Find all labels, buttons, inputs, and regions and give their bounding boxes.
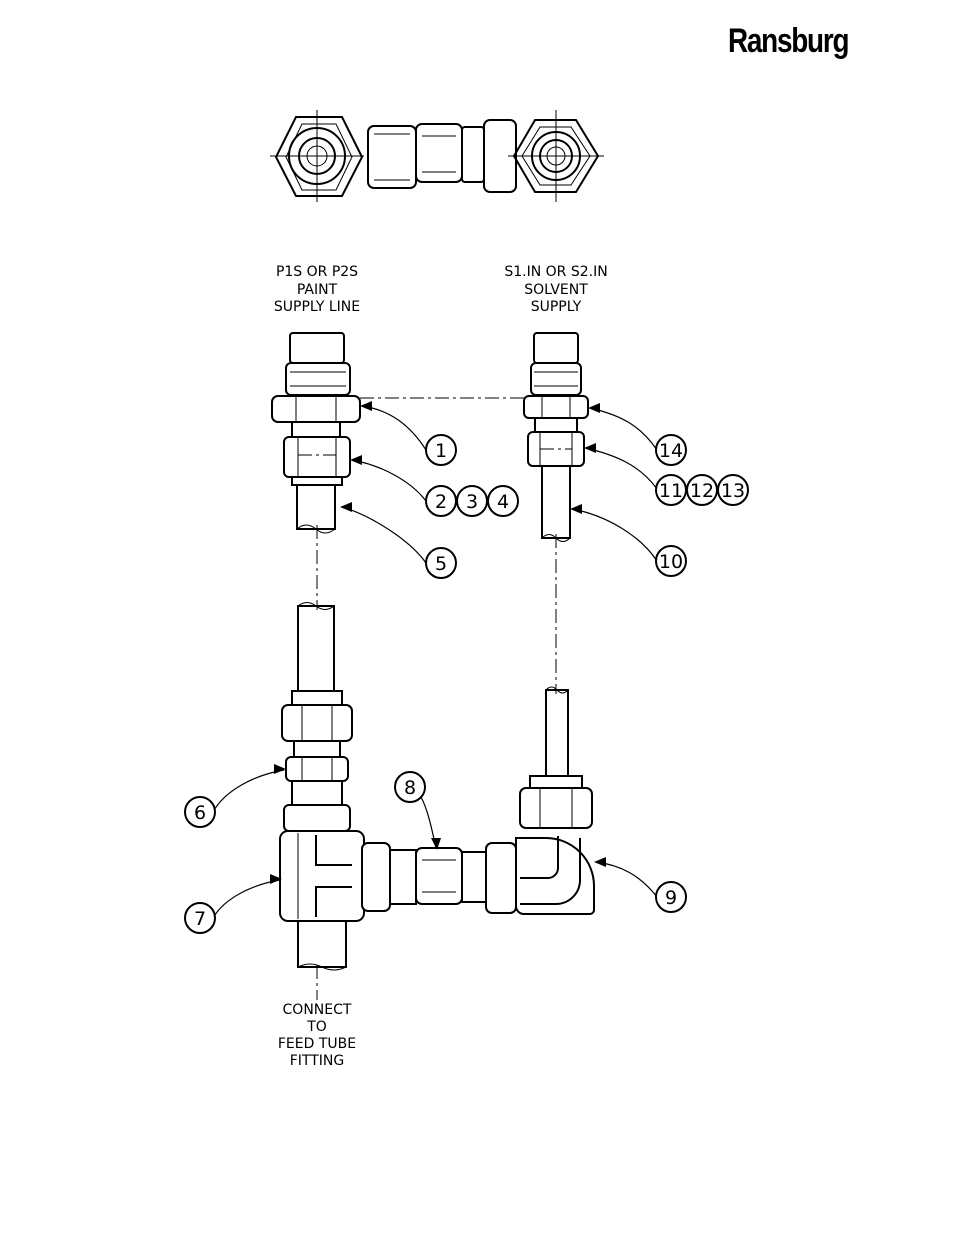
callout-1-label: 1 xyxy=(435,440,447,462)
connect-label-line-4: FITTING xyxy=(290,1053,345,1069)
connect-label-line-1: CONNECT xyxy=(283,1002,352,1018)
callout-1: 1 xyxy=(426,435,456,465)
callout-11: 11 xyxy=(656,475,686,505)
callout-13: 13 xyxy=(718,475,748,505)
paint-label-line-3: SUPPLY LINE xyxy=(274,299,360,315)
callout-6-label: 6 xyxy=(194,802,206,824)
top-view xyxy=(270,110,604,202)
callout-13-label: 13 xyxy=(721,480,745,502)
callout-12: 12 xyxy=(687,475,717,505)
connect-label-line-3: FEED TUBE xyxy=(278,1036,356,1052)
paint-label-line-1: P1S OR P2S xyxy=(276,264,358,280)
union-connector xyxy=(362,843,516,913)
solvent-label-line-1: S1.IN OR S2.IN xyxy=(504,264,607,280)
callout-8-label: 8 xyxy=(404,777,416,799)
solvent-label-line-3: SUPPLY xyxy=(531,299,582,315)
solvent-elbow-assembly xyxy=(516,687,594,914)
callout-3: 3 xyxy=(457,486,487,516)
paint-label-line-2: PAINT xyxy=(297,282,338,298)
callout-7-label: 7 xyxy=(194,908,206,930)
callout-8: 8 xyxy=(395,772,425,802)
callout-2: 2 xyxy=(426,486,456,516)
callout-12-label: 12 xyxy=(690,480,714,502)
callout-14: 14 xyxy=(656,435,686,465)
callout-4: 4 xyxy=(488,486,518,516)
solvent-label-line-2: SOLVENT xyxy=(524,282,588,298)
callout-4-label: 4 xyxy=(497,491,509,513)
connect-label-line-2: TO xyxy=(306,1019,327,1035)
callout-7: 7 xyxy=(185,903,215,933)
callout-6: 6 xyxy=(185,797,215,827)
paint-supply-fitting xyxy=(272,333,360,533)
callout-5: 5 xyxy=(426,548,456,578)
callout-5-label: 5 xyxy=(435,553,447,575)
callout-10: 10 xyxy=(656,546,686,576)
callout-9-label: 9 xyxy=(665,887,677,909)
callout-9: 9 xyxy=(656,882,686,912)
callout-11-label: 11 xyxy=(659,480,683,502)
callout-2-label: 2 xyxy=(435,491,447,513)
callout-14-label: 14 xyxy=(659,440,683,462)
callout-10-label: 10 xyxy=(659,551,683,573)
callout-3-label: 3 xyxy=(466,491,478,513)
paint-tee-assembly xyxy=(280,603,364,971)
